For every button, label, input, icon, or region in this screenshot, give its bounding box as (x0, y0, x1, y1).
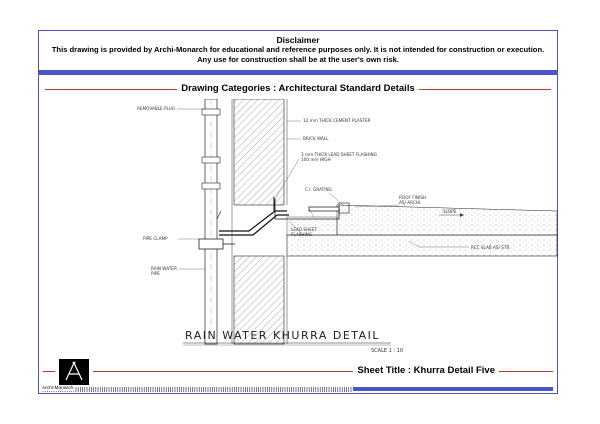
label-brick-wall: BRICK WALL (303, 136, 329, 141)
ci-grating (308, 206, 340, 212)
archi-monarch-logo (59, 359, 89, 385)
khurra-detail-drawing: REMOVABLE PLUG 12 mm THICK CEMENT PLASTE… (137, 99, 558, 354)
drawing-scale: SCALE 1 : 10 (371, 348, 403, 354)
header-divider (39, 70, 557, 75)
label-lead-sheet: LEAD SHEET (291, 227, 317, 232)
label-rain-water: RAIN WATER (151, 266, 177, 271)
brick-wall-lower (233, 255, 285, 345)
disclaimer-text: This drawing is provided by Archi-Monarc… (51, 45, 545, 64)
label-pipe-clamp: PIPE CLAMP (143, 236, 168, 241)
label-lead-sheet-2: FLASHING (291, 232, 312, 237)
label-plaster: 12 mm THICK CEMENT PLASTER (303, 118, 371, 123)
barcode-strip (42, 387, 352, 392)
label-roof-finish: ROOF FINISH (399, 195, 426, 200)
footer-accent-bar (353, 387, 553, 391)
label-roof-finish-ref: AS/ ARCHI. (399, 200, 421, 205)
sheet-title-row: Sheet Title : Khurra Detail Five (39, 358, 557, 385)
disclaimer-title: Disclaimer (276, 35, 320, 45)
label-ci-grating: C.I. GRATING (305, 187, 332, 192)
brand-name: Archi-Monarch (42, 386, 76, 391)
label-rcc-slab: RCC SLAB AS/ STR. (471, 245, 511, 250)
label-lead-flashing-height: 100 mm HIGH (301, 157, 331, 162)
lead-sheet-flashing (274, 199, 340, 220)
pipe-clamp (198, 238, 224, 250)
label-lead-flashing: 3 mm THICK LEAD SHEET FLASHING (301, 152, 377, 157)
drawing-sheet: Disclaimer This drawing is provided by A… (38, 30, 558, 394)
sheet-title: Sheet Title : Khurra Detail Five (353, 365, 499, 376)
label-pipe: PIPE (151, 271, 160, 276)
drawing-title: RAIN WATER KHURRA DETAIL (185, 329, 380, 342)
category-row: Drawing Categories : Architectural Stand… (39, 83, 557, 95)
category-label: Drawing Categories : Architectural Stand… (177, 83, 419, 94)
footer-bar: Archi-Monarch (39, 386, 557, 394)
brick-wall-upper (233, 99, 285, 206)
label-slope: SLOPE (443, 209, 457, 214)
label-removable-plug: REMOVABLE PLUG (137, 106, 175, 111)
rcc-slab (286, 234, 558, 257)
